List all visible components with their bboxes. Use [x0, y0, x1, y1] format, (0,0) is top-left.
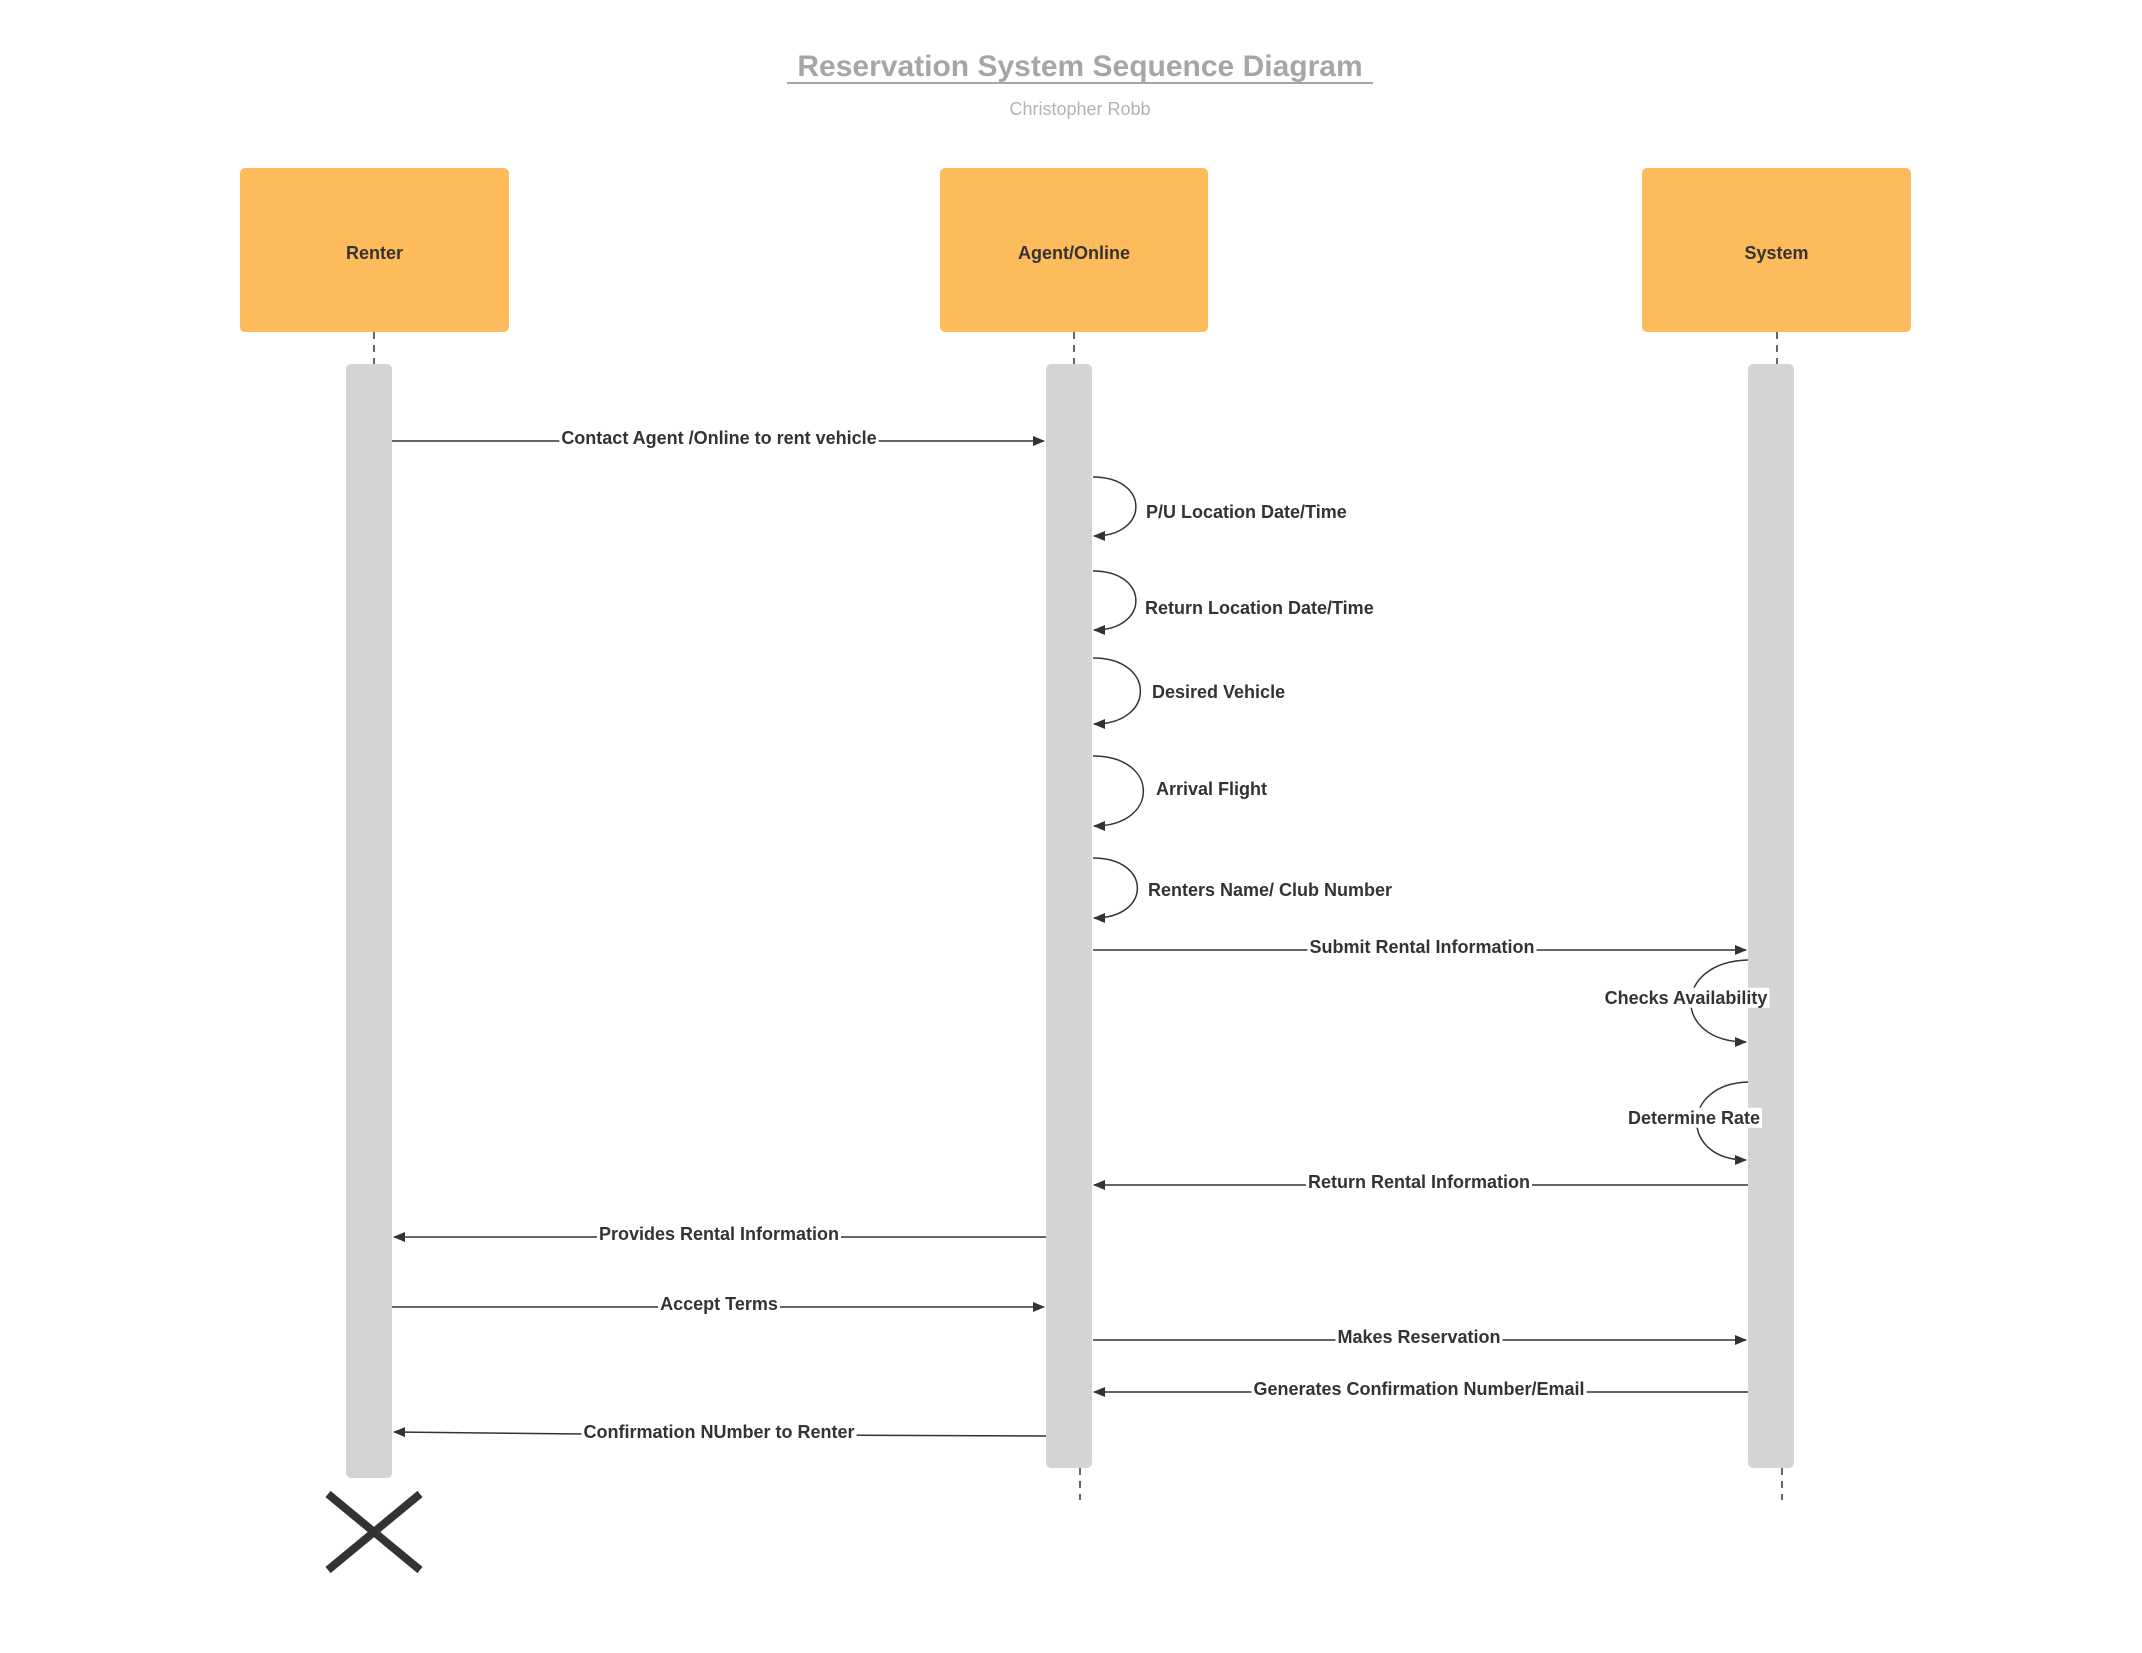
actor-agent: Agent/Online — [940, 168, 1208, 332]
message-4-self: Desired Vehicle — [1092, 657, 1288, 729]
message-label-background — [1335, 1326, 1503, 1347]
self-message-arrow — [1092, 755, 1144, 831]
message-11: Provides Rental Information — [393, 1223, 1046, 1244]
message-label-background — [1305, 1171, 1533, 1192]
message-label: Makes Reservation — [1337, 1327, 1500, 1347]
message-9-self: Determine Rate — [1625, 1081, 1763, 1165]
message-2-self: P/U Location Date/Time — [1092, 476, 1349, 541]
message-label-background — [1143, 597, 1376, 618]
message-label: Provides Rental Information — [599, 1224, 839, 1244]
lifelines — [373, 332, 1783, 1500]
message-label: Contact Agent /Online to rent vehicle — [561, 428, 876, 448]
diagram-author: Christopher Robb — [1009, 99, 1150, 119]
self-message-arrow — [1092, 657, 1142, 729]
destroy-x-stroke-2 — [325, 1490, 423, 1574]
message-label-background — [1146, 879, 1395, 900]
actor-label-agent: Agent/Online — [1018, 243, 1130, 263]
message-10: Return Rental Information — [1093, 1171, 1748, 1192]
message-14: Generates Confirmation Number/Email — [1093, 1378, 1748, 1399]
message-label: Submit Rental Information — [1310, 937, 1535, 957]
message-label-background — [1144, 501, 1349, 522]
message-1: Contact Agent /Online to rent vehicle — [392, 427, 1045, 448]
message-label: Generates Confirmation Number/Email — [1253, 1379, 1584, 1399]
actor-box-agent — [940, 168, 1208, 332]
message-15: Confirmation NUmber to Renter — [393, 1421, 1047, 1442]
message-5-self: Arrival Flight — [1092, 755, 1270, 831]
message-12: Accept Terms — [392, 1293, 1045, 1314]
destroy-x-icon — [325, 1490, 423, 1574]
message-8-self: Checks Availability — [1602, 959, 1770, 1047]
message-3-self: Return Location Date/Time — [1092, 570, 1376, 635]
message-label-background — [581, 1421, 857, 1442]
message-label-background — [596, 1223, 842, 1244]
self-message-arrow — [1092, 476, 1137, 541]
activation-bar-agent — [1046, 364, 1092, 1468]
actor-renter: Renter — [240, 168, 509, 332]
message-6-self: Renters Name/ Club Number — [1092, 857, 1395, 923]
activation-bar-renter — [346, 364, 392, 1478]
message-label-background — [1602, 987, 1770, 1008]
message-7: Submit Rental Information — [1093, 936, 1747, 957]
message-label: Desired Vehicle — [1152, 682, 1285, 702]
message-label-background — [559, 427, 879, 448]
message-label-background — [1625, 1107, 1763, 1128]
actor-label-system: System — [1744, 243, 1808, 263]
message-label-background — [1251, 1378, 1587, 1399]
message-label: P/U Location Date/Time — [1146, 502, 1347, 522]
message-label-background — [1150, 681, 1288, 702]
message-label: Return Rental Information — [1308, 1172, 1530, 1192]
self-message-arrow — [1092, 570, 1137, 635]
message-label-background — [1307, 936, 1537, 957]
actor-system: System — [1642, 168, 1911, 332]
message-label: Arrival Flight — [1156, 779, 1267, 799]
self-message-arrow — [1092, 857, 1139, 923]
message-label: Determine Rate — [1628, 1108, 1760, 1128]
message-label-background — [658, 1293, 780, 1314]
message-label: Confirmation NUmber to Renter — [583, 1422, 854, 1442]
actor-label-renter: Renter — [346, 243, 403, 263]
diagram-title: Reservation System Sequence Diagram — [797, 50, 1362, 83]
message-label: Return Location Date/Time — [1145, 598, 1374, 618]
message-label: Checks Availability — [1605, 988, 1768, 1008]
activation-bar-system — [1748, 364, 1794, 1468]
message-label: Accept Terms — [660, 1294, 778, 1314]
actor-box-renter — [240, 168, 509, 332]
actor-box-system — [1642, 168, 1911, 332]
message-label-background — [1154, 778, 1270, 799]
message-13: Makes Reservation — [1093, 1326, 1747, 1347]
message-label: Renters Name/ Club Number — [1148, 880, 1392, 900]
